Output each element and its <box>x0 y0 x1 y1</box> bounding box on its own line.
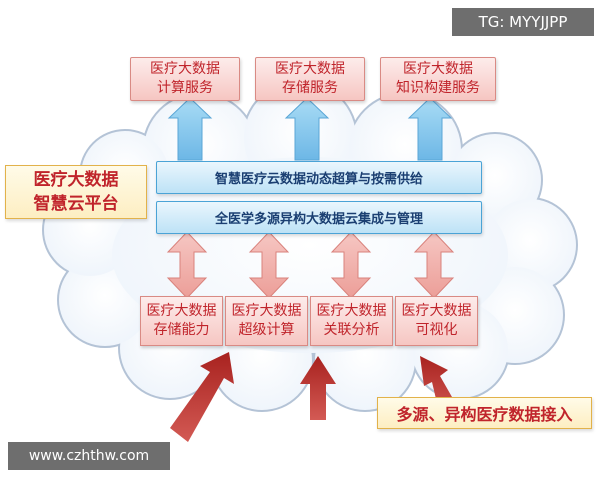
capability-row: 医疗大数据 存储能力 医疗大数据 超级计算 医疗大数据 关联分析 医疗大数据 可… <box>140 296 478 346</box>
capability-analysis-line2: 关联分析 <box>323 322 380 338</box>
service-compute-line2: 计算服务 <box>157 80 213 96</box>
double-arrows <box>166 231 455 299</box>
up-arrow <box>167 97 213 161</box>
capability-visualization: 医疗大数据 可视化 <box>395 296 478 346</box>
capability-supercompute-line2: 超级计算 <box>238 322 295 338</box>
capability-visualization-line1: 医疗大数据 <box>401 303 472 319</box>
input-arrow <box>300 356 336 420</box>
service-storage-line1: 医疗大数据 <box>275 61 345 77</box>
platform-label: 医疗大数据 智慧云平台 <box>5 165 147 219</box>
capability-supercompute: 医疗大数据 超级计算 <box>225 296 308 346</box>
platform-line2: 智慧云平台 <box>33 194 119 214</box>
up-arrows <box>167 97 453 161</box>
service-storage-line2: 存储服务 <box>282 80 338 96</box>
capability-analysis-line1: 医疗大数据 <box>316 303 387 319</box>
service-knowledge-line1: 医疗大数据 <box>403 61 473 77</box>
capability-supercompute-line1: 医疗大数据 <box>231 303 302 319</box>
up-arrow <box>284 97 330 161</box>
service-knowledge-line2: 知识构建服务 <box>396 80 480 96</box>
watermark-bottom: www.czhthw.com <box>8 442 170 470</box>
service-box-knowledge: 医疗大数据 知识构建服务 <box>380 57 496 101</box>
service-box-compute: 医疗大数据 计算服务 <box>130 57 240 101</box>
capability-analysis: 医疗大数据 关联分析 <box>310 296 393 346</box>
capability-visualization-line2: 可视化 <box>415 322 458 338</box>
capability-storage-line2: 存储能力 <box>153 322 210 338</box>
service-compute-line1: 医疗大数据 <box>150 61 220 77</box>
capability-storage-line1: 医疗大数据 <box>146 303 217 319</box>
input-arrow <box>170 352 234 442</box>
source-label: 多源、异构医疗数据接入 <box>377 397 592 429</box>
capability-storage: 医疗大数据 存储能力 <box>140 296 223 346</box>
up-arrow <box>407 97 453 161</box>
bar-integration: 全医学多源异构大数据云集成与管理 <box>156 201 482 234</box>
service-box-storage: 医疗大数据 存储服务 <box>255 57 365 101</box>
bar-supercompute: 智慧医疗云数据动态超算与按需供给 <box>156 161 482 194</box>
platform-line1: 医疗大数据 <box>33 170 119 190</box>
watermark-top: TG: MYYJJPP <box>452 8 594 36</box>
